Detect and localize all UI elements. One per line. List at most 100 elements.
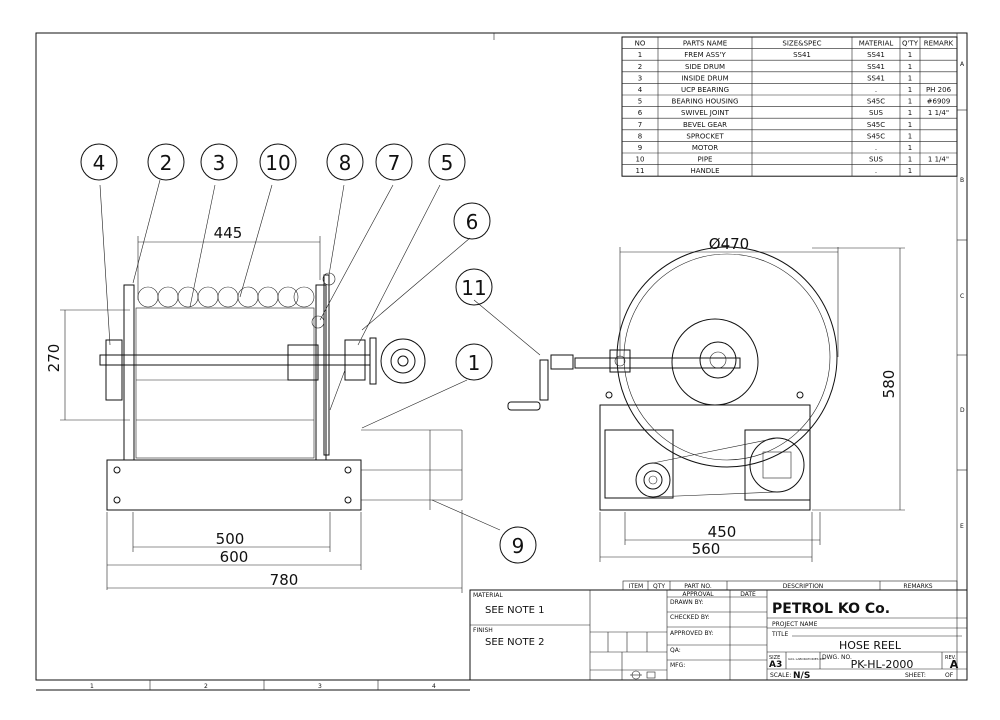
swivel-joint	[380, 338, 426, 384]
bom-header: QTY	[653, 583, 665, 590]
dimension-600: 600	[220, 548, 249, 566]
parts-table-cell: 1	[908, 121, 912, 129]
parts-table-header: MATERIAL	[859, 40, 894, 48]
balloon-label: 8	[339, 151, 352, 175]
parts-table-cell: 1	[908, 132, 912, 140]
zone-label: 2	[204, 683, 208, 690]
handle-grip	[507, 401, 541, 411]
finish-value: SEE NOTE 2	[485, 637, 544, 648]
front-view	[507, 246, 838, 511]
parts-table-cell: SPROCKET	[686, 132, 724, 140]
drawn-by-label: DRAWN BY:	[670, 599, 703, 606]
dimension-560: 560	[692, 540, 721, 558]
zone-label: 4	[432, 683, 436, 690]
dimension-470: Ø470	[709, 235, 749, 253]
balloon-label: 6	[466, 210, 479, 234]
balloon-label: 11	[461, 276, 486, 300]
bom-header: DESCRIPTION	[783, 583, 824, 590]
parts-table-cell: FREM ASS'Y	[684, 51, 726, 59]
parts-table-cell: BEVEL GEAR	[683, 121, 727, 129]
parts-table-cell: 5	[638, 98, 642, 106]
bom-header: ITEM	[629, 583, 643, 590]
parts-table-cell: SS41	[867, 74, 885, 82]
parts-table-cell: 1 1/4"	[928, 156, 949, 164]
zone-label: 3	[318, 683, 322, 690]
scale-label: SCALE:	[770, 672, 791, 679]
parts-table-cell: SUS	[869, 156, 884, 164]
parts-table-cell: .	[875, 144, 877, 152]
parts-table-cell: 1 1/4"	[928, 109, 949, 117]
dimension-500: 500	[216, 530, 245, 548]
parts-table-cell: 1	[908, 86, 912, 94]
balloon-label: 1	[468, 351, 481, 375]
dimension-445: 445	[214, 224, 243, 242]
balloon	[80, 143, 118, 181]
finish-label: FINISH	[473, 627, 493, 634]
material-label: MATERIAL	[473, 592, 503, 599]
parts-table-cell: 6	[638, 109, 643, 117]
dimension-270: 270	[45, 344, 63, 373]
parts-table-cell: 8	[638, 132, 642, 140]
balloon	[428, 143, 466, 181]
mfg-label: MFG:	[670, 662, 685, 669]
parts-table-header: NO	[635, 40, 646, 48]
balloon	[259, 143, 297, 181]
parts-table-cell: 11	[636, 167, 645, 175]
balloon-label: 9	[512, 534, 525, 558]
size-label: SIZE	[769, 655, 780, 661]
side-view	[99, 272, 463, 511]
company-small-print: IACL LABORATORIES INC.	[788, 657, 826, 661]
balloon	[499, 526, 537, 564]
balloon-label: 5	[441, 151, 454, 175]
leader-lines	[99, 179, 541, 531]
dimensions-side-view: 445 270 500 600 780	[45, 224, 463, 593]
drum	[135, 307, 315, 459]
parts-table-cell: BEARING HOUSING	[672, 98, 739, 106]
sheet-label: SHEET:	[905, 672, 926, 679]
balloon	[455, 268, 493, 306]
dimension-450: 450	[708, 523, 737, 541]
bom-header: PART NO.	[684, 583, 712, 590]
title-block: ITEM QTY PART NO. DESCRIPTION REMARKS MA…	[469, 580, 968, 681]
parts-table-cell: 1	[908, 63, 912, 71]
balloon	[200, 143, 238, 181]
zone-label: D	[960, 407, 965, 414]
parts-table-cell: 4	[638, 86, 643, 94]
parts-table-cell: S45C	[867, 121, 885, 129]
parts-table-cell: .	[875, 86, 877, 94]
balloon-label: 7	[388, 151, 401, 175]
parts-table-header: PARTS NAME	[683, 40, 727, 48]
title-label: TITLE	[771, 631, 788, 638]
motor	[744, 429, 811, 501]
parts-table-cell: HANDLE	[690, 167, 719, 175]
parts-table-cell: 10	[636, 156, 645, 164]
gear-box	[604, 429, 674, 499]
zone-label: B	[960, 177, 964, 184]
parts-table-cell: 1	[908, 98, 912, 106]
balloon-label: 4	[93, 151, 106, 175]
parts-table-cell: UCP BEARING	[681, 86, 729, 94]
parts-table-cell: 3	[638, 74, 642, 82]
balloon	[326, 143, 364, 181]
parts-table-cell: #6909	[927, 98, 951, 106]
parts-table-cell: 1	[908, 51, 912, 59]
parts-table-header: REMARK	[924, 40, 954, 48]
checked-by-label: CHECKED BY:	[670, 614, 710, 621]
project-name-label: PROJECT NAME	[772, 621, 818, 628]
sprocket	[323, 274, 330, 456]
company-name: PETROL KO Co.	[772, 601, 890, 617]
parts-table-cell: SUS	[869, 109, 884, 117]
approved-by-label: APPROVED BY:	[670, 630, 713, 637]
parts-table-cell: 1	[908, 167, 912, 175]
parts-table-cell: PH 206	[926, 86, 952, 94]
parts-table-cell: 1	[638, 51, 642, 59]
handle-hub	[550, 354, 574, 370]
balloon-label: 2	[160, 151, 173, 175]
drum-flange	[616, 246, 838, 468]
parts-table-cell: MOTOR	[692, 144, 718, 152]
parts-table-cell: 1	[908, 109, 912, 117]
parts-table-cell: SS41	[867, 63, 885, 71]
balloon	[455, 343, 493, 381]
parts-table-cell: INSIDE DRUM	[681, 74, 728, 82]
